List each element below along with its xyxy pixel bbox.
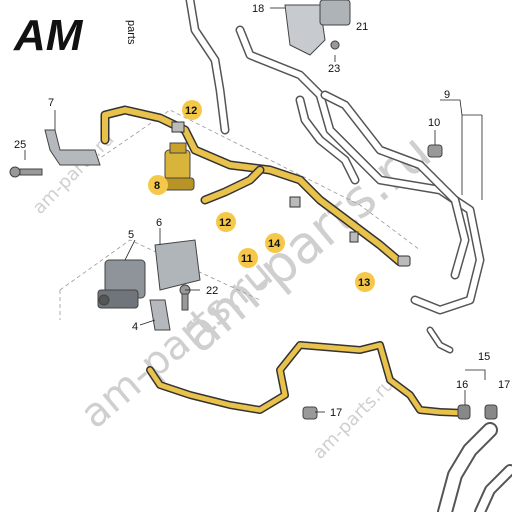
callout-6: 6 — [156, 217, 162, 229]
callout-5: 5 — [128, 229, 134, 241]
mounting-bracket-4 — [149, 299, 171, 331]
callout-12-mid: 12 — [219, 217, 231, 229]
clip-17 — [302, 406, 318, 420]
callout-23: 23 — [328, 63, 340, 75]
background-hoses — [185, 0, 512, 512]
callout-25: 25 — [14, 139, 26, 151]
connector-16 — [457, 404, 471, 420]
callout-10: 10 — [428, 117, 440, 129]
screw-25 — [9, 166, 43, 178]
callout-9: 9 — [444, 89, 450, 101]
clip-10 — [427, 144, 443, 158]
watermark-layer: am-parts.ru am-parts.ru am-parts.ru am-p… — [29, 122, 443, 463]
highlighted-hoses-upper — [100, 105, 405, 267]
callout-labels: 7 25 5 6 4 22 18 21 23 9 10 15 16 17 17 — [14, 3, 510, 419]
bracket-7 — [44, 129, 101, 166]
callout-21: 21 — [356, 21, 368, 33]
retaining-bracket-6 — [154, 239, 201, 291]
callout-4: 4 — [132, 321, 138, 333]
screw-23 — [330, 40, 340, 50]
callout-17-clip: 17 — [330, 407, 342, 419]
callout-13: 13 — [358, 277, 370, 289]
callout-16: 16 — [456, 379, 468, 391]
valve-assembly-5 — [97, 259, 146, 309]
callout-11: 11 — [241, 253, 253, 265]
watermark-text: am-parts.ru — [309, 374, 399, 464]
highlighted-callouts: 12 8 12 14 11 13 — [148, 100, 375, 292]
logo-sub: parts — [125, 20, 137, 45]
callout-15: 15 — [478, 351, 490, 363]
highlighted-hose-lower — [146, 341, 469, 417]
leader-lines — [24, 7, 486, 413]
logo-main: AM — [13, 11, 84, 60]
valve-bracket-top — [284, 0, 351, 56]
callout-14: 14 — [268, 238, 281, 250]
callout-12-top: 12 — [185, 105, 197, 117]
callout-22: 22 — [206, 285, 218, 297]
screw-22 — [179, 284, 191, 311]
callout-8: 8 — [154, 180, 160, 192]
connector-17b — [484, 404, 498, 420]
assembly-outline — [59, 109, 421, 320]
hose-fittings — [171, 121, 411, 267]
am-parts-logo: AM parts — [13, 11, 137, 60]
callout-7: 7 — [48, 97, 54, 109]
callout-18: 18 — [252, 3, 264, 15]
callout-17-right: 17 — [498, 379, 510, 391]
